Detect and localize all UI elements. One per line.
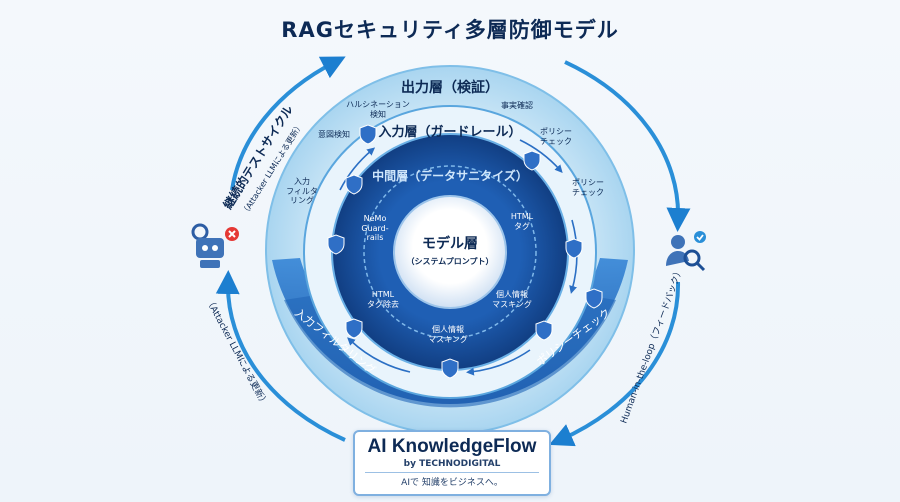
input-cycle-arrow (339, 147, 376, 191)
shield-icon (345, 318, 363, 339)
input-cycle-arrow (519, 139, 563, 173)
model-layer-title: モデル層 (422, 235, 478, 252)
layer-item-label: 意図検知 (318, 130, 350, 139)
input-cycle-arrow (347, 337, 411, 373)
layer-item-label: ポリシー チェック (540, 127, 572, 146)
input-layer-title: 入力層（ガードレール） (378, 124, 521, 140)
page-title: RAGセキュリティ多層防御モデル (281, 18, 619, 42)
model-layer-sub: （システムプロンプト） (406, 256, 493, 266)
layer-item-label: 個人情報 マスキング (492, 290, 532, 309)
model-layer-core (393, 195, 507, 309)
layer-item-label: HTML タグ除去 (367, 290, 399, 309)
layer-item-label: 事実確認 (501, 101, 533, 110)
layer-item-label: ハルシネーション 検知 (346, 100, 410, 119)
layer-item-label: HTML タグ (510, 212, 534, 231)
layer-item-label: 個人情報 マスキング (428, 325, 468, 344)
shield-icon (535, 320, 553, 341)
loop-arc-top-right (564, 60, 691, 232)
shield-icon (523, 150, 541, 171)
brand-divider (365, 472, 539, 473)
layer-item-label: NeMo Guard- rails (361, 214, 389, 243)
shield-icon (327, 234, 345, 255)
brand-box: AI KnowledgeFlow by TECHNODIGITAL AIで 知識… (353, 430, 551, 496)
input-cycle-arrow (466, 349, 531, 376)
robot-attacker-icon (186, 222, 242, 272)
brand-name: AI KnowledgeFlow (367, 436, 537, 457)
brand-by: by TECHNODIGITAL (403, 459, 501, 469)
shield-icon (441, 358, 459, 379)
layer-item-label: ポリシー チェック (572, 178, 604, 197)
shield-icon (565, 238, 583, 259)
loop-label-left-lower: （Attacker LLMによる更新） (203, 296, 270, 409)
loop-arc-bottom-right (549, 281, 681, 447)
layer-item-label: 入力 フィルタ リング (286, 177, 318, 206)
loop-arc-bottom-left (215, 270, 346, 442)
shield-icon (359, 124, 377, 145)
middle-cycle-path (363, 165, 537, 339)
shield-icon (585, 288, 603, 309)
human-review-icon (662, 228, 708, 274)
output-layer-title: 出力層（検証） (401, 79, 499, 96)
bottom-band-lower (284, 296, 616, 408)
brand-tagline: AIで 知識をビジネスへ。 (401, 478, 503, 488)
middle-layer-title: 中間層（データサニタイズ） (372, 168, 528, 183)
loop-arc-top-left (230, 56, 346, 191)
shield-icon (345, 174, 363, 195)
